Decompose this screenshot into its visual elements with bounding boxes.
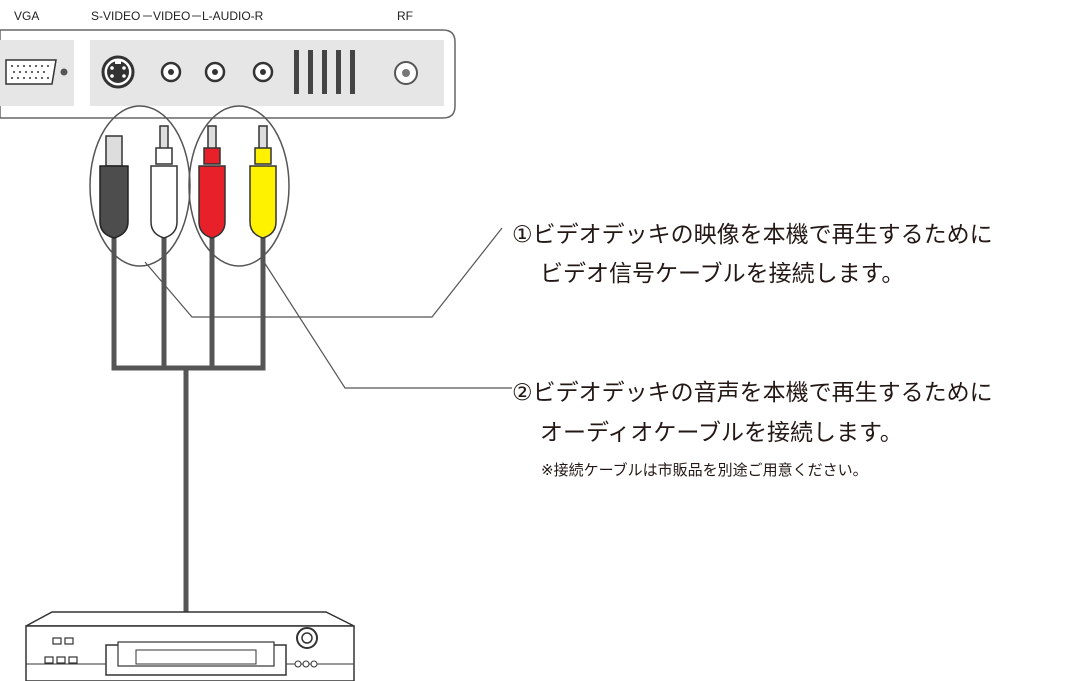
audio-left-port-icon [204,61,226,83]
rf-port-icon [394,61,418,85]
audio-callout-line1: ②ビデオデッキの音声を本機で再生するために [512,380,993,406]
av-cable [111,238,266,612]
rear-panel [0,29,456,119]
audio-callout-line2: オーディオケーブルを接続します。 [540,420,903,446]
video-callout-line1: ①ビデオデッキの映像を本機で再生するために [512,222,993,248]
vga-label: VGA [14,9,39,23]
audio-callout-pointer [263,261,512,389]
audio-right-plug-icon [249,125,277,239]
audio-left-plug-icon [198,125,226,239]
video-port-icon [160,61,182,83]
video-label: VIDEO [153,9,190,23]
vga-port-icon [5,59,68,85]
svideo-plug-icon [99,135,129,239]
video-callout-line2: ビデオ信号ケーブルを接続します。 [540,261,905,287]
video-plug-icon [150,125,178,239]
video-callout-pointer [144,227,503,318]
svideo-port-icon [101,55,135,89]
audio-right-port-icon [252,61,274,83]
svideo-label: S-VIDEO [91,9,140,23]
rf-label: RF [397,9,413,23]
vcr-icon [25,611,355,681]
audio-label: L-AUDIO-R [202,9,264,23]
vent-slots-icon [294,50,355,94]
audio-plug-group-outline [188,105,290,267]
video-plug-group-outline [89,105,191,267]
cable-note: ※接続ケーブルは市販品を別途ご用意ください。 [541,461,868,479]
